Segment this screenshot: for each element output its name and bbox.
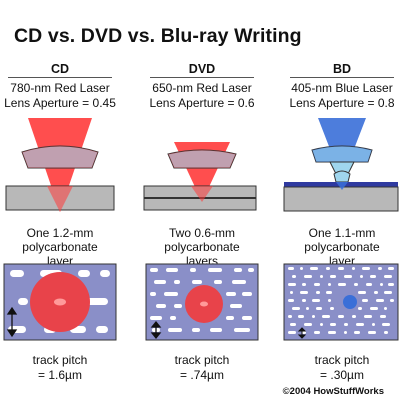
dvd-lens [167,149,237,169]
bd-aperture-spec: Lens Aperture = 0.8 [289,96,395,110]
dvd-column: DVD 650-nm Red Laser Lens Aperture = 0.6… [142,0,262,400]
bd-laser-spot [343,295,357,309]
cd-pitch-value: = 1.6µm [38,368,82,382]
cd-laser-spec: 780-nm Red Laser [10,81,110,95]
dvd-label: DVD [188,62,216,76]
cd-label: CD [50,62,70,76]
bd-pits [288,267,394,334]
dvd-track-pitch-arrow [150,320,162,340]
cd-pitch-label: track pitch [32,353,88,367]
dvd-layer-line2: polycarbonate [164,240,240,254]
bd-laser-spec: 405-nm Blue Laser [291,81,393,95]
cd-header-rule [8,77,112,78]
bd-polycarbonate-layer [283,186,399,212]
diagram-title: CD vs. DVD vs. Blu-ray Writing [14,25,302,47]
bd-pitch-text: track pitch = .30µm [272,353,400,383]
cd-layer-line1: One 1.2-mm [26,226,94,240]
dvd-header-rule [150,77,254,78]
bd-layer-line1: One 1.1-mm [308,226,376,240]
bd-pitch-label: track pitch [314,353,370,367]
dvd-optics-illustration [143,142,257,211]
cd-optics-illustration [5,118,115,212]
bd-label: BD [332,62,352,76]
bd-track-pitch-arrow [297,327,307,339]
dvd-pitch-value: = .74µm [180,368,224,382]
bd-lens [311,145,373,163]
cd-layer-line2: polycarbonate [22,240,98,254]
bd-header-rule [290,77,394,78]
cd-aperture-spec: Lens Aperture = 0.45 [4,96,116,110]
cd-column: CD 780-nm Red Laser Lens Aperture = 0.45… [0,0,120,400]
cd-disc-surface [3,263,117,341]
copyright-text: ©2004 HowStuffWorks [282,386,384,397]
bd-layer-text: One 1.1-mm polycarbonate layer [272,226,400,268]
dvd-pitch-text: track pitch = .74µm [132,353,272,383]
dvd-pitch-label: track pitch [174,353,230,367]
cd-layer-text: One 1.2-mm polycarbonate layer [0,226,130,268]
dvd-pits [150,268,254,332]
bd-column: BD 405-nm Blue Laser Lens Aperture = 0.8… [282,0,400,400]
cd-lens [21,145,99,169]
bd-disc-surface [283,263,399,341]
bd-layer-line2: polycarbonate [304,240,380,254]
cd-track-pitch-arrow [6,306,18,338]
cd-pitch-text: track pitch = 1.6µm [0,353,130,383]
dvd-aperture-spec: Lens Aperture = 0.6 [149,96,255,110]
dvd-disc-surface [145,263,259,341]
dvd-laser-spec: 650-nm Red Laser [152,81,252,95]
bd-pitch-value: = .30µm [320,368,364,382]
dvd-layer-line1: Two 0.6-mm [168,226,235,240]
bd-optics-illustration [283,118,399,212]
